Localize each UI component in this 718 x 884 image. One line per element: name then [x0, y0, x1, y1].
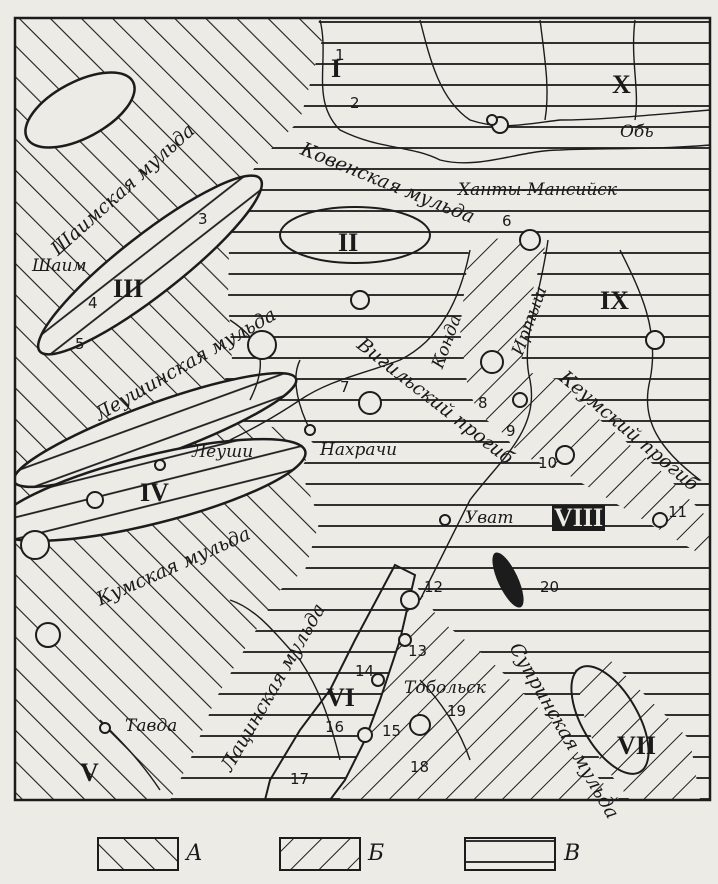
zone-label-ix: IX: [600, 286, 629, 315]
deposit-number-3: 3: [198, 210, 208, 228]
zone-label-i: I: [331, 54, 342, 83]
deposit-number-16: 16: [325, 718, 345, 736]
city-leushi: Леуши: [192, 442, 254, 462]
city-nakhrachi: Нахрачи: [320, 440, 398, 460]
city-shaim: Шаим: [32, 256, 87, 276]
deposit-number-4: 4: [88, 294, 98, 312]
legend-swatch-a: [97, 837, 179, 871]
deposit-number-7: 7: [340, 378, 350, 396]
uvat-lens: [492, 552, 524, 608]
zone-label-v: V: [80, 758, 99, 787]
legend-label-v: В: [564, 841, 581, 866]
localities: [20, 114, 668, 743]
deposit-number-9: 9: [506, 422, 516, 440]
deposit-number-18: 18: [410, 758, 430, 776]
legend-swatch-v: [464, 837, 556, 871]
city-tobolsk: Тобольск: [404, 678, 486, 698]
kuemsky-trough-zone: [460, 236, 710, 560]
deposit-number-1: 1: [335, 46, 345, 64]
suprinsky-zone: [575, 660, 700, 800]
deposit-number-14: 14: [355, 662, 375, 680]
shaim-mulda-outline: [36, 174, 264, 356]
deposit-number-15: 15: [382, 722, 402, 740]
deposit-number-8: 8: [478, 394, 488, 412]
deposit-number-2: 2: [350, 94, 360, 112]
deposit-number-6: 6: [502, 212, 512, 230]
zone-label-iv: IV: [140, 478, 169, 507]
city-tavda: Тавда: [125, 716, 178, 736]
legend-label-b: Б: [368, 841, 385, 866]
river-ob: Обь: [620, 122, 654, 142]
map-frame: [13, 16, 712, 802]
zone-label-vii: VII: [617, 731, 657, 760]
deposit-number-17: 17: [290, 770, 310, 788]
city-uvat: Уват: [465, 508, 514, 528]
rivers: [99, 19, 710, 791]
zone-label-viii: VIII: [552, 503, 606, 532]
deposit-number-10: 10: [538, 454, 558, 472]
suprinsky-oval: [570, 665, 650, 775]
tobolsk-wedge-zone: [340, 570, 620, 800]
legend-swatch-b: [279, 837, 361, 871]
zone-label-x: X: [612, 70, 631, 99]
north-oval: [24, 71, 136, 149]
kum-mulda-outline: [15, 437, 307, 543]
zone-label-iii: III: [113, 274, 144, 303]
deposit-number-20: 20: [540, 578, 560, 596]
zone-label-ii: II: [338, 228, 359, 257]
deposit-number-19: 19: [447, 702, 467, 720]
legend-label-a: А: [186, 841, 203, 866]
deposit-number-5: 5: [75, 335, 85, 353]
deposit-number-13: 13: [408, 642, 428, 660]
deposit-number-12: 12: [424, 578, 444, 596]
city-khanty-mansiysk: Ханты-Мансийск: [458, 180, 617, 200]
deposit-number-11: 11: [668, 503, 688, 521]
kovenskaya-mulda-outline: [279, 206, 431, 264]
zone-label-vi: VI: [326, 683, 355, 712]
